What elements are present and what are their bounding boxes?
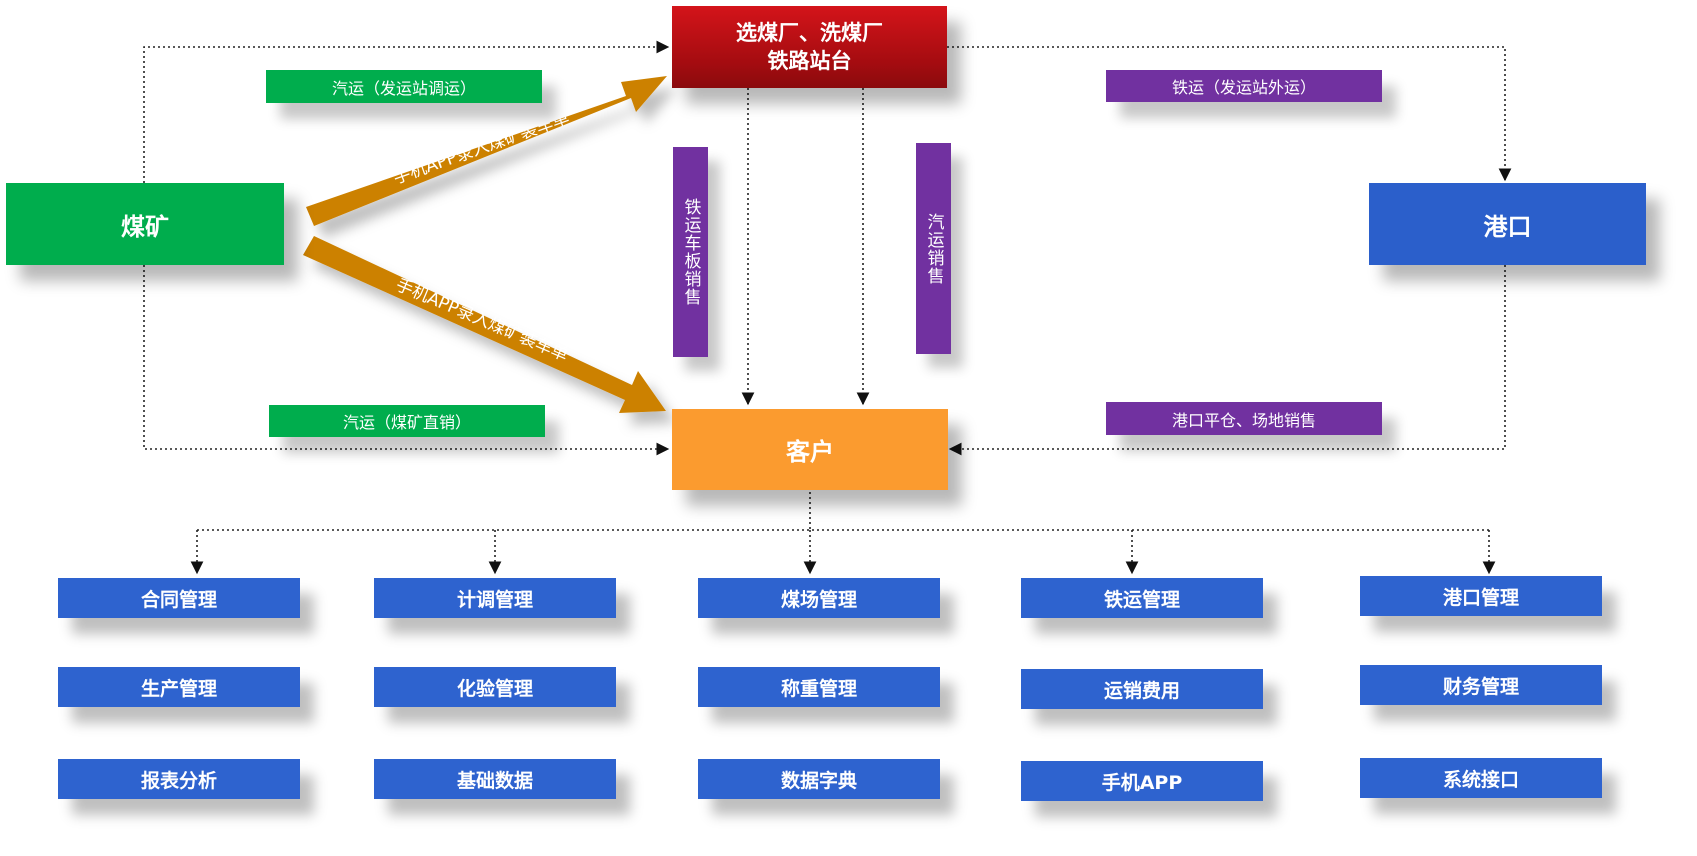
tag-truck-sales-text: 汽运销售	[923, 212, 944, 285]
connector-port-customer	[948, 265, 1506, 456]
node-customer: 客户	[672, 409, 948, 490]
module-coal-yard-management: 煤场管理	[698, 578, 940, 618]
app-arrow-upper-label: 手机APP录入煤矿装车单	[391, 108, 572, 189]
tag-rail-outbound: 铁运（发运站外运）	[1106, 70, 1382, 102]
module-system-interface: 系统接口	[1360, 758, 1602, 798]
node-coal-mine: 煤矿	[6, 183, 284, 265]
app-arrow-lower-label: 手机APP录入煤矿装车单	[393, 275, 571, 366]
node-wash-plant-line1: 选煤厂、洗煤厂	[736, 21, 883, 45]
connector-mine-plant	[143, 40, 670, 183]
connector-mine-customer	[143, 265, 670, 456]
module-contract-management: 合同管理	[58, 578, 300, 618]
app-arrow-lower	[303, 236, 666, 413]
app-arrow-upper	[306, 76, 667, 226]
module-sales-fees: 运销费用	[1021, 669, 1263, 709]
module-port-management: 港口管理	[1360, 576, 1602, 616]
module-lab-test-management: 化验管理	[374, 667, 616, 707]
tag-truck-direct: 汽运（煤矿直销）	[269, 405, 545, 437]
connector-plant-port	[947, 46, 1512, 182]
module-rail-management: 铁运管理	[1021, 578, 1263, 618]
module-weighing-management: 称重管理	[698, 667, 940, 707]
tag-truck-dispatch: 汽运（发运站调运）	[266, 70, 542, 103]
module-dispatch-management: 计调管理	[374, 578, 616, 618]
tag-rail-wagon-sales-text: 铁运车板销售	[680, 198, 701, 306]
module-base-data: 基础数据	[374, 759, 616, 799]
node-port: 港口	[1369, 183, 1646, 265]
node-wash-plant-rail-station: 选煤厂、洗煤厂 铁路站台	[672, 6, 947, 88]
tag-rail-wagon-sales: 铁运车板销售	[673, 147, 708, 357]
module-mobile-app: 手机APP	[1021, 761, 1263, 801]
module-report-analysis: 报表分析	[58, 759, 300, 799]
module-production-management: 生产管理	[58, 667, 300, 707]
node-wash-plant-line2: 铁路站台	[767, 49, 852, 73]
tag-truck-sales: 汽运销售	[916, 143, 951, 354]
module-data-dictionary: 数据字典	[698, 759, 940, 799]
tag-port-sales: 港口平仓、场地销售	[1106, 402, 1382, 435]
module-finance-management: 财务管理	[1360, 665, 1602, 705]
